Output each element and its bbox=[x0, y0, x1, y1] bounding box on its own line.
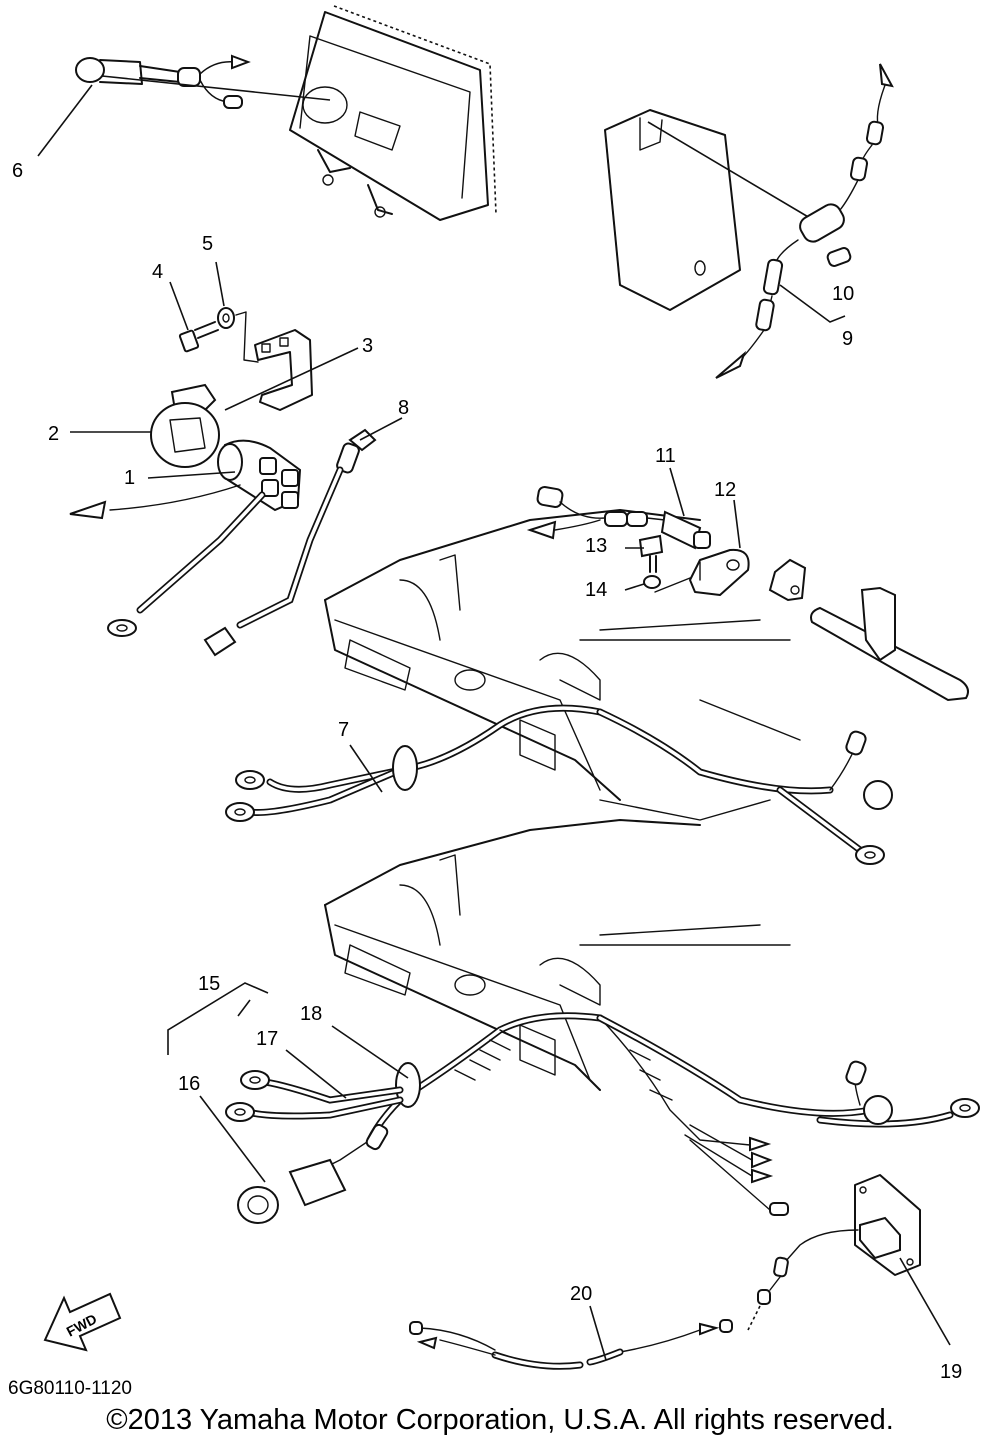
callout-10: 10 bbox=[832, 283, 854, 305]
callout-20: 20 bbox=[570, 1283, 592, 1305]
relay-cover-2 bbox=[150, 383, 220, 468]
bottom-cowling-upper bbox=[324, 509, 801, 821]
washer-14 bbox=[643, 561, 701, 593]
callout-18: 18 bbox=[300, 1003, 322, 1025]
neutral-switch-11 bbox=[526, 486, 711, 550]
wire-harness-15 bbox=[225, 1012, 980, 1216]
callout-4: 4 bbox=[152, 261, 163, 283]
callout-17: 17 bbox=[256, 1028, 278, 1050]
callout-3: 3 bbox=[362, 335, 373, 357]
bottom-cowling-lower bbox=[324, 819, 791, 1091]
callout-7: 7 bbox=[338, 719, 349, 741]
main-connector-16 bbox=[237, 1123, 389, 1224]
callout-12: 12 bbox=[714, 479, 736, 501]
wire-harness-7 bbox=[225, 704, 893, 865]
callout-13: 13 bbox=[585, 535, 607, 557]
screw-13 bbox=[638, 534, 664, 573]
cdi-unit bbox=[289, 5, 497, 221]
callout-1: 1 bbox=[124, 467, 135, 489]
bracket-12 bbox=[689, 548, 750, 596]
callout-6: 6 bbox=[12, 160, 23, 182]
callout-19: 19 bbox=[940, 1361, 962, 1383]
part-code: 6G80110-1120 bbox=[8, 1378, 132, 1399]
washer-5 bbox=[217, 307, 259, 363]
rectifier-unit bbox=[604, 109, 811, 311]
stop-switch-6 bbox=[75, 54, 331, 109]
bracket-3 bbox=[254, 329, 313, 411]
callout-15: 15 bbox=[198, 973, 220, 995]
callout-9: 9 bbox=[842, 328, 853, 350]
wire-lead-9 bbox=[715, 63, 894, 379]
callout-leaders bbox=[37, 84, 741, 1183]
socket-19 bbox=[747, 1174, 951, 1346]
shift-lever-link bbox=[768, 558, 969, 702]
fwd-arrow-icon: FWD bbox=[43, 1292, 122, 1352]
bolt-4 bbox=[178, 321, 219, 353]
callout-8: 8 bbox=[398, 397, 409, 419]
callout-16: 16 bbox=[178, 1073, 200, 1095]
callout-14: 14 bbox=[585, 579, 607, 601]
callout-11: 11 bbox=[655, 445, 676, 467]
callout-2: 2 bbox=[48, 423, 59, 445]
starter-relay-1 bbox=[69, 439, 302, 637]
copyright-notice: ©2013 Yamaha Motor Corporation, U.S.A. A… bbox=[106, 1404, 894, 1436]
wire-lead-20 bbox=[409, 1305, 733, 1370]
callout-numbers: 6 5 4 3 2 1 8 10 9 11 12 13 14 7 15 18 1… bbox=[12, 160, 962, 1383]
callout-5: 5 bbox=[202, 233, 213, 255]
